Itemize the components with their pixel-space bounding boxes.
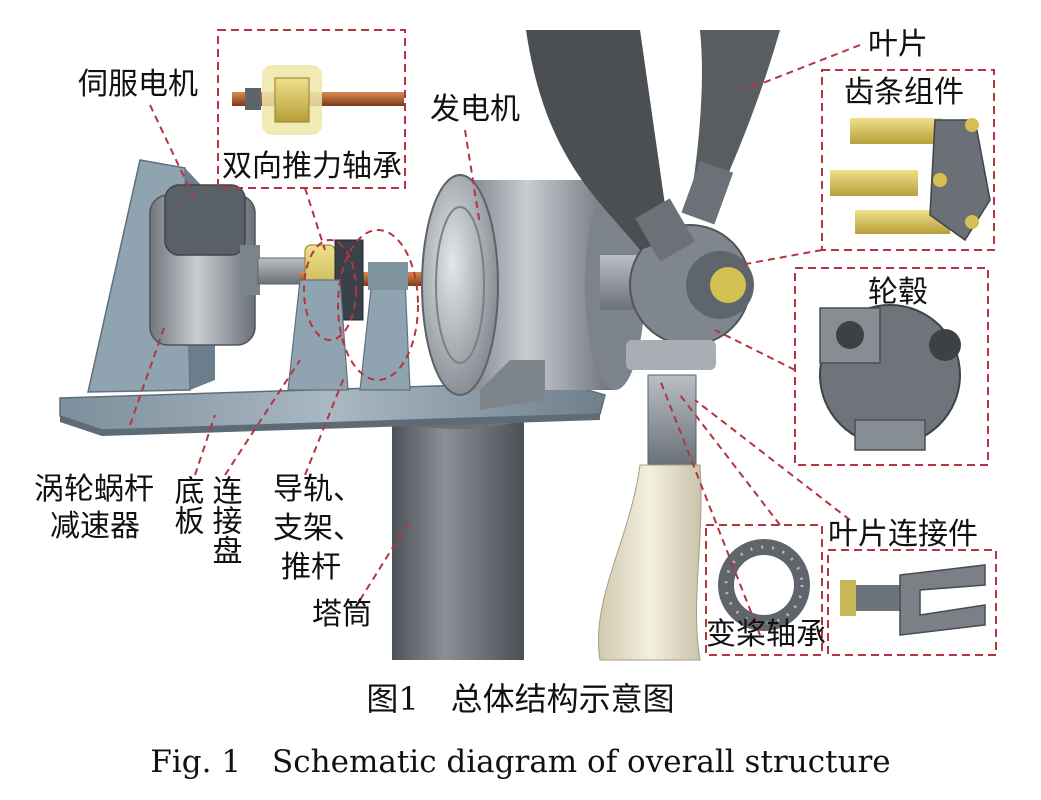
inset-thrust-bearing	[217, 29, 406, 189]
label-guide-line2: 支架、	[273, 511, 363, 546]
inset-rack-assembly	[821, 69, 995, 251]
label-servo-motor: 伺服电机	[78, 67, 198, 102]
upper-blades	[526, 30, 780, 262]
inset-hub	[794, 267, 989, 466]
label-worm-reducer-line2: 减速器	[50, 509, 140, 544]
label-base-plate: 底板	[168, 475, 204, 535]
lower-blade	[597, 374, 702, 661]
label-blade: 叶片	[868, 27, 928, 62]
label-rack-assembly: 齿条组件	[844, 75, 964, 110]
inset-blade-connector	[827, 549, 997, 656]
label-worm-reducer-line1: 涡轮蜗杆	[34, 472, 154, 507]
label-blade-connector: 叶片连接件	[828, 517, 978, 552]
inset-pitch-bearing	[705, 524, 823, 656]
caption-chinese: 图1 总体结构示意图	[366, 680, 675, 718]
label-connecting-plate: 连接盘	[206, 475, 242, 565]
callout-lines	[129, 44, 861, 636]
label-guide-line3: 推杆	[281, 550, 341, 585]
caption-english: Fig. 1 Schematic diagram of overall stru…	[150, 744, 891, 780]
worm-reducer	[87, 159, 260, 393]
label-pitch-bearing: 变桨轴承	[706, 617, 826, 652]
label-generator: 发电机	[430, 92, 520, 127]
label-thrust-bearing: 双向推力轴承	[222, 149, 402, 184]
label-tower: 塔筒	[312, 597, 372, 632]
tower	[392, 401, 524, 660]
label-guide-line1: 导轨、	[273, 472, 363, 507]
label-hub: 轮毂	[868, 275, 928, 310]
